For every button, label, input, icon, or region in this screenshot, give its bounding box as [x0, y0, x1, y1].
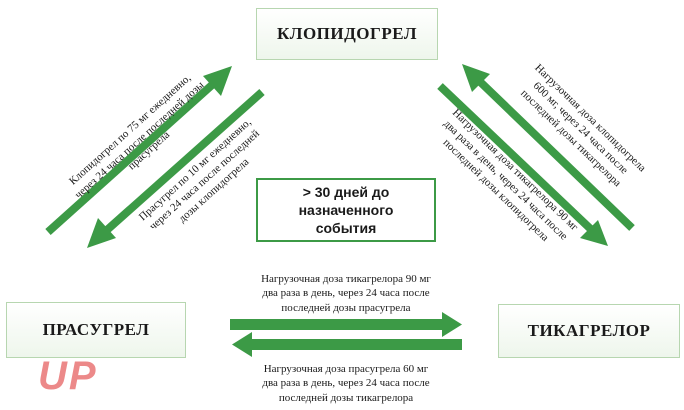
node-ticagrelor-label: ТИКАГРЕЛОР	[527, 321, 651, 340]
arrow-to-prasugrel-from-ticagrelor	[232, 332, 462, 357]
arrow-to-clopidogrel-from-prasugrel	[45, 66, 232, 235]
node-clopidogrel-label: КЛОПИДОГРЕЛ	[276, 24, 418, 43]
arrow-to-clopidogrel-from-ticagrelor	[462, 64, 635, 231]
label-line: последней дозы прасугрела	[281, 301, 411, 314]
label-line: Нагрузочная доза прасугрела 60 мг	[263, 363, 429, 375]
label-prasugrel-from-ticagrelor: Нагрузочная доза прасугрела 60 мг два ра…	[232, 362, 460, 405]
label-line: два раза в день, через 24 часа после	[262, 287, 430, 300]
center-line-1: > 30 дней до	[302, 183, 390, 200]
node-ticagrelor: ТИКАГРЕЛОР	[498, 304, 680, 358]
node-prasugrel: ПРАСУГРЕЛ	[6, 302, 186, 358]
node-prasugrel-label: ПРАСУГРЕЛ	[42, 320, 150, 339]
arrow-to-ticagrelor-from-prasugrel	[230, 312, 462, 337]
label-line: два раза в день, через 24 часа после	[262, 377, 430, 390]
center-line-2: назначенного	[298, 201, 394, 218]
node-clopidogrel: КЛОПИДОГРЕЛ	[256, 8, 438, 60]
label-line: Нагрузочная доза тикагрелора 90 мг	[261, 273, 431, 285]
label-line: последней дозы тикагрелора	[278, 391, 414, 404]
arrow-to-prasugrel-from-clopidogrel	[87, 89, 265, 248]
label-ticagrelor-from-prasugrel: Нагрузочная доза тикагрелора 90 мг два р…	[232, 272, 460, 315]
center-line-3: события	[315, 220, 377, 237]
arrow-to-ticagrelor-from-clopidogrel	[437, 83, 608, 246]
center-condition-box: > 30 дней до назначенного события	[256, 178, 436, 242]
